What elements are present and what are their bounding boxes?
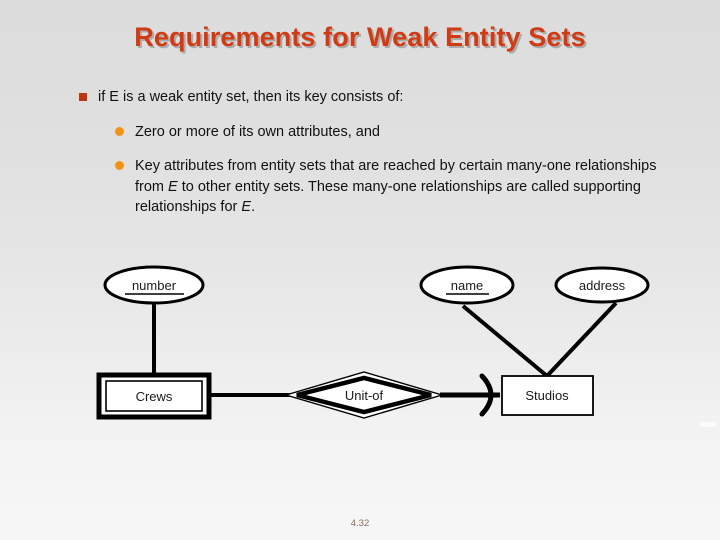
weak-entity-box-crews-inner	[105, 380, 203, 412]
edge-name-studios	[461, 304, 549, 378]
attribute-oval-name	[419, 265, 515, 305]
many-one-arrowhead-icon	[479, 373, 494, 417]
attribute-label-number: number	[132, 278, 177, 293]
background-artifact	[700, 422, 716, 427]
entity-label-crews: Crews	[136, 389, 173, 404]
entity-box-studios	[501, 375, 594, 416]
attribute-oval-address	[554, 266, 650, 304]
er-diagram: number name address Crews Unit-of Studio…	[0, 258, 720, 438]
list-item-level2-label: Zero or more of its own attributes, and	[135, 123, 380, 140]
bullet-list: if E is a weak entity set, then its key …	[0, 88, 720, 232]
circle-bullet-icon	[115, 161, 124, 171]
attribute-label-name: name	[451, 278, 484, 293]
list-item-level1: if E is a weak entity set, then its key …	[0, 88, 720, 108]
entity-label-studios: Studios	[525, 388, 569, 403]
relationship-label-unitof: Unit-of	[345, 388, 384, 403]
list-item-level1-label: if E is a weak entity set, then its key …	[98, 89, 404, 105]
page-number: 4.32	[350, 518, 370, 529]
page-title: Requirements for Weak Entity Sets	[134, 22, 586, 52]
list-item-level2: Zero or more of its own attributes, and	[0, 122, 720, 143]
square-bullet-icon	[79, 93, 87, 101]
list-item-level2: Key attributes from entity sets that are…	[0, 156, 720, 218]
attribute-label-address: address	[579, 278, 626, 293]
relationship-diamond-unitof-inner	[296, 375, 432, 415]
edge-address-studios	[545, 301, 618, 378]
circle-bullet-icon	[115, 126, 124, 136]
list-item-level2-label: Key attributes from entity sets that are…	[135, 158, 657, 216]
